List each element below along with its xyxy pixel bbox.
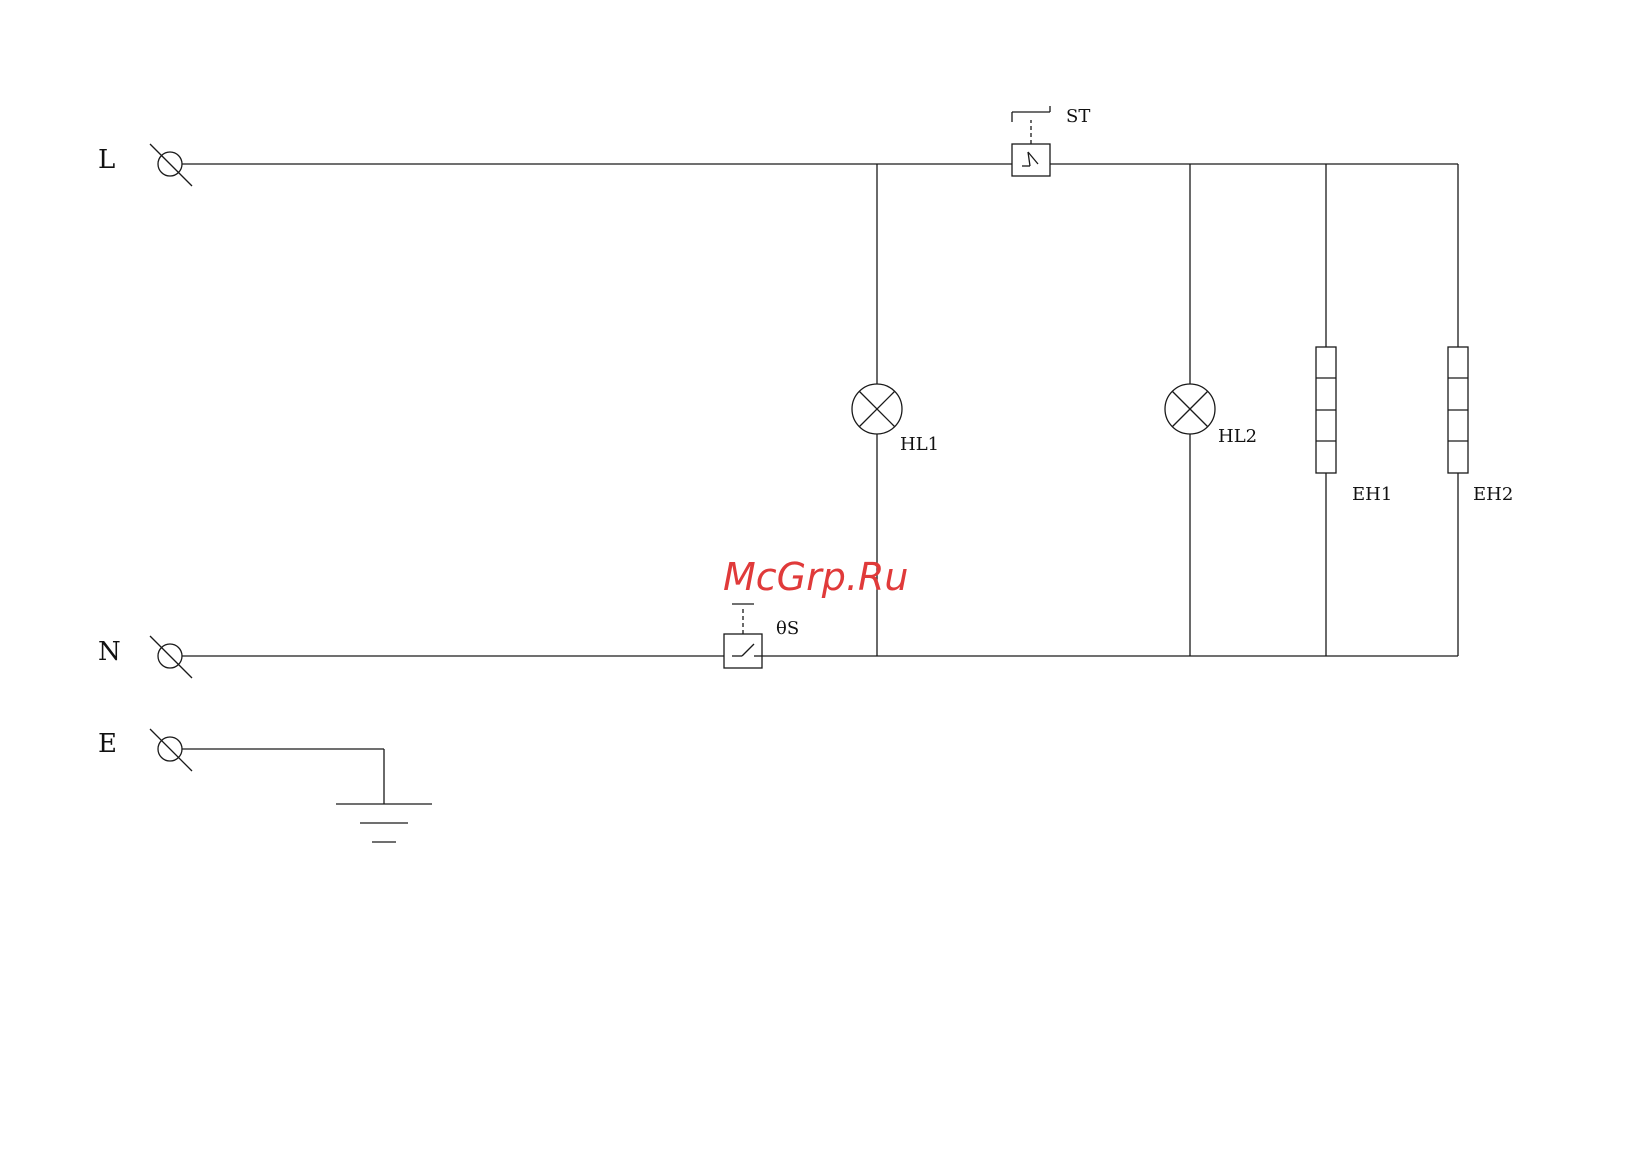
watermark-text: McGrp.Ru xyxy=(723,555,908,599)
heater-eh2-icon xyxy=(1448,347,1468,473)
component-label-st: ST xyxy=(1066,106,1090,127)
terminal-line-symbol xyxy=(150,144,192,186)
thermostat-switch xyxy=(724,604,762,668)
lamp-hl1-icon xyxy=(852,384,902,434)
heater-eh1-icon xyxy=(1316,347,1336,473)
terminal-label-neutral: N xyxy=(98,637,121,667)
earth-wire xyxy=(182,749,384,804)
terminal-neutral-symbol xyxy=(150,636,192,678)
terminal-label-earth: E xyxy=(98,729,117,759)
terminal-earth-symbol xyxy=(150,729,192,771)
component-label-thermostat: θS xyxy=(776,618,799,639)
lamp-hl2-icon xyxy=(1165,384,1215,434)
terminal-label-line: L xyxy=(98,145,115,175)
safety-thermostat-switch xyxy=(1012,106,1050,176)
component-label-hl1: HL1 xyxy=(900,434,939,455)
ground-icon xyxy=(336,804,432,842)
component-label-eh1: EH1 xyxy=(1352,484,1392,505)
component-label-eh2: EH2 xyxy=(1473,484,1513,505)
component-label-hl2: HL2 xyxy=(1218,426,1257,447)
